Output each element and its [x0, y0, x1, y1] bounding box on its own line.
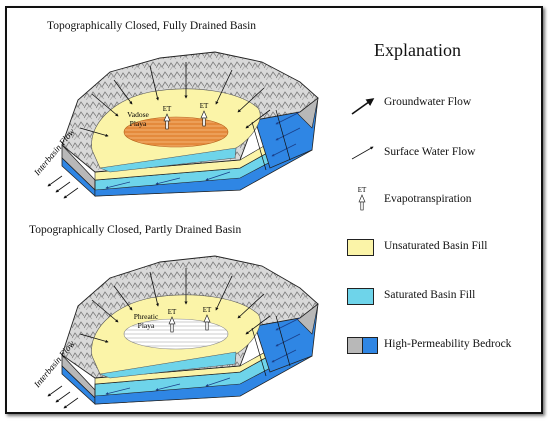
top-playa-label-1: Vadose — [127, 110, 149, 119]
top-basin-block: ET ET Vadose Playa Interbasin Flow — [31, 51, 319, 199]
legend-saturated-basin-fill: Saturated Basin Fill — [384, 289, 476, 301]
bottom-playa-label-1: Phreatic — [134, 312, 159, 321]
top-diagram-title: Topographically Closed, Fully Drained Ba… — [47, 20, 257, 32]
evapotranspiration-icon: ET — [358, 186, 367, 211]
top-et-symbol-2: ET — [200, 102, 209, 127]
bedrock-blue-swatch — [362, 337, 378, 354]
svg-text:ET: ET — [358, 186, 367, 194]
legend-groundwater-flow: Groundwater Flow — [384, 96, 472, 108]
svg-text:ET: ET — [203, 306, 212, 314]
groundwater-flow-arrow-icon — [351, 98, 375, 115]
legend-surface-water-flow: Surface Water Flow — [384, 146, 476, 158]
bottom-basin-block: ET ET Phreatic Playa Interbasin Flow — [31, 255, 319, 409]
top-et-symbol-1: ET — [163, 105, 172, 130]
legend-title: Explanation — [374, 40, 461, 60]
unsaturated-fill-swatch — [347, 239, 374, 256]
svg-text:ET: ET — [163, 105, 172, 113]
svg-text:ET: ET — [200, 102, 209, 110]
bottom-playa-label-2: Playa — [138, 321, 155, 330]
surface-water-flow-arrow-icon — [351, 146, 374, 160]
legend-high-permeability-bedrock: High-Permeability Bedrock — [384, 338, 512, 350]
legend-unsaturated-basin-fill: Unsaturated Basin Fill — [384, 240, 488, 252]
saturated-fill-swatch — [347, 288, 374, 305]
bedrock-gray-swatch — [347, 337, 363, 354]
bottom-et-symbol-1: ET — [168, 308, 177, 333]
bottom-diagram-title: Topographically Closed, Partly Drained B… — [29, 224, 242, 236]
legend-evapotranspiration: Evapotranspiration — [384, 193, 472, 205]
svg-text:ET: ET — [168, 308, 177, 316]
top-playa-label-2: Playa — [130, 119, 147, 128]
bottom-et-symbol-2: ET — [203, 306, 212, 331]
